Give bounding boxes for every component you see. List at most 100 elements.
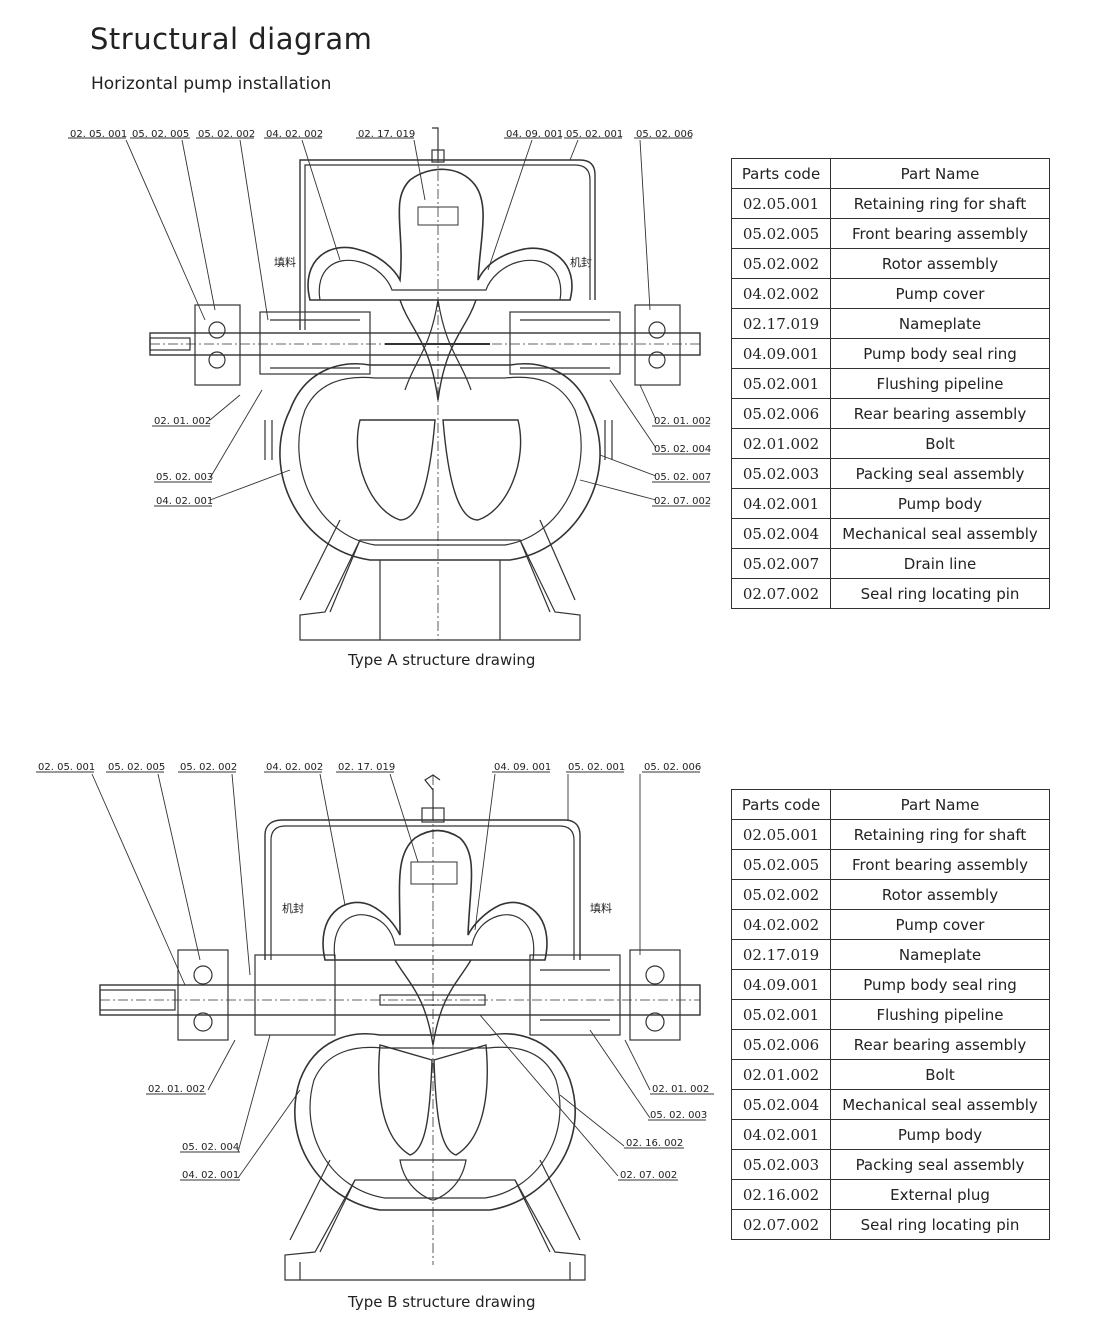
parts-code-cell: 05.02.006: [731, 1029, 831, 1060]
callout-b-12: 02. 01. 002: [652, 1084, 709, 1095]
part-name-cell: Bolt: [830, 428, 1050, 459]
callout-a-13: 05. 02. 004: [654, 444, 711, 455]
note-a-mech-seal: 机封: [570, 255, 592, 269]
parts-code-cell: 05.02.005: [731, 849, 831, 880]
note-b-packing: 填料: [590, 901, 612, 915]
callout-a-5: 02. 17. 019: [358, 129, 415, 140]
parts-code-cell: 02.07.002: [731, 1209, 831, 1240]
table-header-row: Parts code Part Name: [731, 158, 1050, 189]
parts-code-cell: 05.02.003: [731, 458, 831, 489]
part-name-cell: Pump body: [830, 1119, 1050, 1150]
parts-code-cell: 05.02.001: [731, 999, 831, 1030]
callout-a-2: 05. 02. 005: [132, 129, 189, 140]
type-b-drawing: [36, 771, 714, 1281]
callout-a-11: 04. 02. 001: [156, 496, 213, 507]
callout-b-13: 05. 02. 003: [650, 1110, 707, 1121]
part-name-cell: Packing seal assembly: [830, 1149, 1050, 1180]
part-name-cell: Pump body seal ring: [830, 969, 1050, 1000]
part-name-cell: Bolt: [830, 1059, 1050, 1090]
parts-code-cell: 05.02.002: [731, 879, 831, 910]
parts-code-cell: 04.09.001: [731, 338, 831, 369]
table-header-row: Parts code Part Name: [731, 789, 1050, 820]
callout-a-7: 05. 02. 001: [566, 129, 623, 140]
part-name-cell: Rotor assembly: [830, 248, 1050, 279]
parts-code-cell: 02.05.001: [731, 188, 831, 219]
callout-b-3: 05. 02. 002: [180, 762, 237, 773]
part-name-cell: External plug: [830, 1179, 1050, 1210]
part-name-cell: Rear bearing assembly: [830, 398, 1050, 429]
part-name-cell: Front bearing assembly: [830, 218, 1050, 249]
parts-code-cell: 05.02.005: [731, 218, 831, 249]
page-subtitle: Horizontal pump installation: [91, 74, 332, 94]
callout-b-8: 05. 02. 006: [644, 762, 701, 773]
part-name-cell: Drain line: [830, 548, 1050, 579]
page-title: Structural diagram: [90, 22, 373, 56]
callout-a-6: 04. 09. 001: [506, 129, 563, 140]
callout-a-15: 02. 07. 002: [654, 496, 711, 507]
parts-code-cell: 05.02.004: [731, 518, 831, 549]
header-parts-code: Parts code: [731, 789, 831, 820]
part-name-cell: Retaining ring for shaft: [830, 819, 1050, 850]
part-name-cell: Mechanical seal assembly: [830, 518, 1050, 549]
part-name-cell: Pump cover: [830, 278, 1050, 309]
note-a-packing: 填料: [274, 255, 296, 269]
parts-code-cell: 05.02.003: [731, 1149, 831, 1180]
part-name-cell: Pump body: [830, 488, 1050, 519]
callout-b-11: 04. 02. 001: [182, 1170, 239, 1181]
parts-code-cell: 04.02.002: [731, 909, 831, 940]
parts-code-cell: 04.02.001: [731, 488, 831, 519]
parts-code-cell: 04.09.001: [731, 969, 831, 1000]
parts-code-cell: 02.01.002: [731, 428, 831, 459]
parts-code-cell: 02.07.002: [731, 578, 831, 609]
part-name-cell: Packing seal assembly: [830, 458, 1050, 489]
callout-a-1: 02. 05. 001: [70, 129, 127, 140]
callout-a-4: 04. 02. 002: [266, 129, 323, 140]
part-name-cell: Pump cover: [830, 909, 1050, 940]
note-b-mech-seal: 机封: [282, 901, 304, 915]
callout-b-4: 04. 02. 002: [266, 762, 323, 773]
callout-a-10: 05. 02. 003: [156, 472, 213, 483]
callout-b-9: 02. 01. 002: [148, 1084, 205, 1095]
parts-code-cell: 05.02.007: [731, 548, 831, 579]
type-b-caption: Type B structure drawing: [348, 1293, 536, 1311]
callout-b-7: 05. 02. 001: [568, 762, 625, 773]
part-name-cell: Rear bearing assembly: [830, 1029, 1050, 1060]
callout-b-10: 05. 02. 004: [182, 1142, 239, 1153]
type-a-caption: Type A structure drawing: [348, 651, 536, 669]
parts-code-cell: 05.02.004: [731, 1089, 831, 1120]
parts-code-cell: 02.01.002: [731, 1059, 831, 1090]
type-a-drawing: [68, 127, 710, 641]
part-name-cell: Nameplate: [830, 939, 1050, 970]
parts-code-cell: 04.02.001: [731, 1119, 831, 1150]
part-name-cell: Front bearing assembly: [830, 849, 1050, 880]
callout-b-5: 02. 17. 019: [338, 762, 395, 773]
header-parts-code: Parts code: [731, 158, 831, 189]
parts-code-cell: 05.02.006: [731, 398, 831, 429]
parts-code-cell: 04.02.002: [731, 278, 831, 309]
callout-b-14: 02. 16. 002: [626, 1138, 683, 1149]
part-name-cell: Retaining ring for shaft: [830, 188, 1050, 219]
part-name-cell: Seal ring locating pin: [830, 1209, 1050, 1240]
part-name-cell: Seal ring locating pin: [830, 578, 1050, 609]
callout-b-1: 02. 05. 001: [38, 762, 95, 773]
part-name-cell: Pump body seal ring: [830, 338, 1050, 369]
parts-code-cell: 02.17.019: [731, 939, 831, 970]
